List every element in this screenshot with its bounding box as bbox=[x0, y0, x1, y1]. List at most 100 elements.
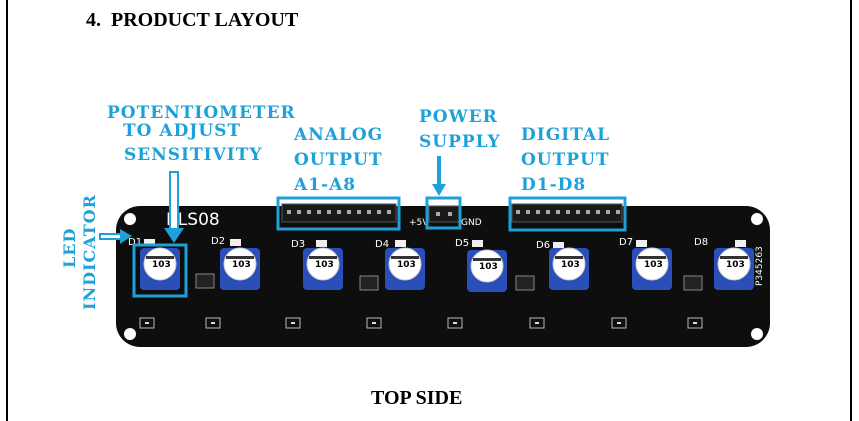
ic-chip bbox=[195, 273, 215, 289]
potentiometer: 103 bbox=[467, 249, 507, 292]
header-pin bbox=[357, 210, 361, 214]
smd-pad bbox=[611, 317, 627, 329]
led-label-d3: D3 bbox=[291, 239, 305, 250]
serial-text: P345263 bbox=[755, 246, 765, 286]
led-label-d1: D1 bbox=[128, 237, 142, 248]
potentiometer-arrow bbox=[164, 171, 184, 243]
page-border-left bbox=[6, 0, 8, 421]
svg-text:103: 103 bbox=[561, 260, 580, 270]
header-pin bbox=[596, 210, 600, 214]
digital-highlight-box bbox=[508, 196, 627, 232]
mounting-hole bbox=[751, 213, 763, 225]
mounting-hole bbox=[751, 328, 763, 340]
potentiometer: 103 bbox=[220, 247, 260, 290]
smd-pad bbox=[687, 317, 703, 329]
header-pin bbox=[327, 210, 331, 214]
digital-callout-line-2: OUTPUT bbox=[521, 150, 610, 170]
potentiometer-highlight-box bbox=[132, 243, 188, 298]
header-pin bbox=[576, 210, 580, 214]
digital-callout-line-3: D1-D8 bbox=[521, 175, 587, 195]
potentiometer: 103 bbox=[549, 247, 589, 290]
header-pin bbox=[337, 210, 341, 214]
board-model-text: RLS08 bbox=[166, 210, 220, 230]
header-pin bbox=[516, 210, 520, 214]
potentiometer: 103 bbox=[632, 247, 672, 290]
led-label-d7: D7 bbox=[619, 237, 633, 248]
svg-text:103: 103 bbox=[479, 262, 498, 272]
pcb-board bbox=[116, 206, 770, 347]
digital-callout-line-1: DIGITAL bbox=[521, 125, 611, 145]
top-side-caption: TOP SIDE bbox=[371, 387, 463, 409]
header-pin bbox=[586, 210, 590, 214]
ic-chip bbox=[359, 275, 379, 291]
svg-text:103: 103 bbox=[644, 260, 663, 270]
header-pin bbox=[377, 210, 381, 214]
smd-pad bbox=[529, 317, 545, 329]
led-indicator bbox=[636, 240, 647, 247]
header-pin bbox=[606, 210, 610, 214]
power-arrow bbox=[432, 156, 446, 196]
potentiometer: 103 bbox=[303, 247, 343, 290]
led-indicator bbox=[316, 240, 327, 247]
svg-text:103: 103 bbox=[152, 260, 171, 270]
led-indicator bbox=[553, 242, 564, 249]
svg-text:103: 103 bbox=[232, 260, 251, 270]
header-pin bbox=[367, 210, 371, 214]
analog-callout-line-2: OUTPUT bbox=[294, 150, 383, 170]
header-pin bbox=[287, 210, 291, 214]
led-label-d2: D2 bbox=[211, 236, 225, 247]
gnd-text: GND bbox=[461, 218, 482, 228]
smd-pad bbox=[447, 317, 463, 329]
power-highlight-box bbox=[425, 196, 462, 230]
potentiometer: 103 bbox=[714, 247, 754, 290]
led-indicator bbox=[144, 239, 155, 246]
header-pin bbox=[387, 210, 391, 214]
svg-text:103: 103 bbox=[726, 260, 745, 270]
section-title: 4. PRODUCT LAYOUT bbox=[86, 9, 299, 31]
ic-chip bbox=[515, 275, 535, 291]
potentiometer: 103 bbox=[140, 247, 180, 290]
led-label-d5: D5 bbox=[455, 238, 469, 249]
header-pin bbox=[616, 210, 620, 214]
smd-pad bbox=[139, 317, 155, 329]
smd-pad bbox=[366, 317, 382, 329]
led-indicator bbox=[230, 239, 241, 246]
analog-callout-line-1: ANALOG bbox=[294, 125, 384, 145]
mounting-hole bbox=[124, 213, 136, 225]
power-callout-line-2: SUPPLY bbox=[419, 132, 501, 152]
header-pin bbox=[566, 210, 570, 214]
svg-text:103: 103 bbox=[315, 260, 334, 270]
smd-pad bbox=[285, 317, 301, 329]
led-label-d4: D4 bbox=[375, 239, 389, 250]
led-indicator bbox=[735, 240, 746, 247]
potentiometer: 103 bbox=[385, 247, 425, 290]
header-pin bbox=[546, 210, 550, 214]
power-callout-line-1: POWER bbox=[419, 107, 498, 127]
smd-pad bbox=[205, 317, 221, 329]
digital-header bbox=[511, 203, 623, 223]
potentiometer-callout-line-1: POTENTIOMETER bbox=[107, 103, 296, 123]
header-pin bbox=[556, 210, 560, 214]
ic-chip bbox=[683, 275, 703, 291]
analog-callout-line-3: A1-A8 bbox=[294, 175, 357, 195]
power-header bbox=[428, 205, 460, 223]
plus5v-text: +5V bbox=[409, 218, 429, 228]
header-pin bbox=[307, 210, 311, 214]
led-arrow bbox=[99, 229, 132, 244]
header-pin bbox=[536, 210, 540, 214]
led-indicator bbox=[472, 240, 483, 247]
header-pin bbox=[526, 210, 530, 214]
led-indicator bbox=[395, 240, 406, 247]
analog-highlight-box bbox=[276, 196, 401, 231]
header-pin bbox=[297, 210, 301, 214]
header-pin bbox=[317, 210, 321, 214]
page-border-right bbox=[850, 0, 852, 421]
svg-text:103: 103 bbox=[397, 260, 416, 270]
led-label-d8: D8 bbox=[694, 237, 708, 248]
led-label-d6: D6 bbox=[536, 240, 550, 251]
potentiometer-callout-line-2: TO ADJUST bbox=[123, 121, 242, 141]
analog-header bbox=[281, 203, 397, 223]
mounting-hole bbox=[124, 328, 136, 340]
potentiometer-callout-line-3: SENSITIVITY bbox=[124, 145, 263, 165]
